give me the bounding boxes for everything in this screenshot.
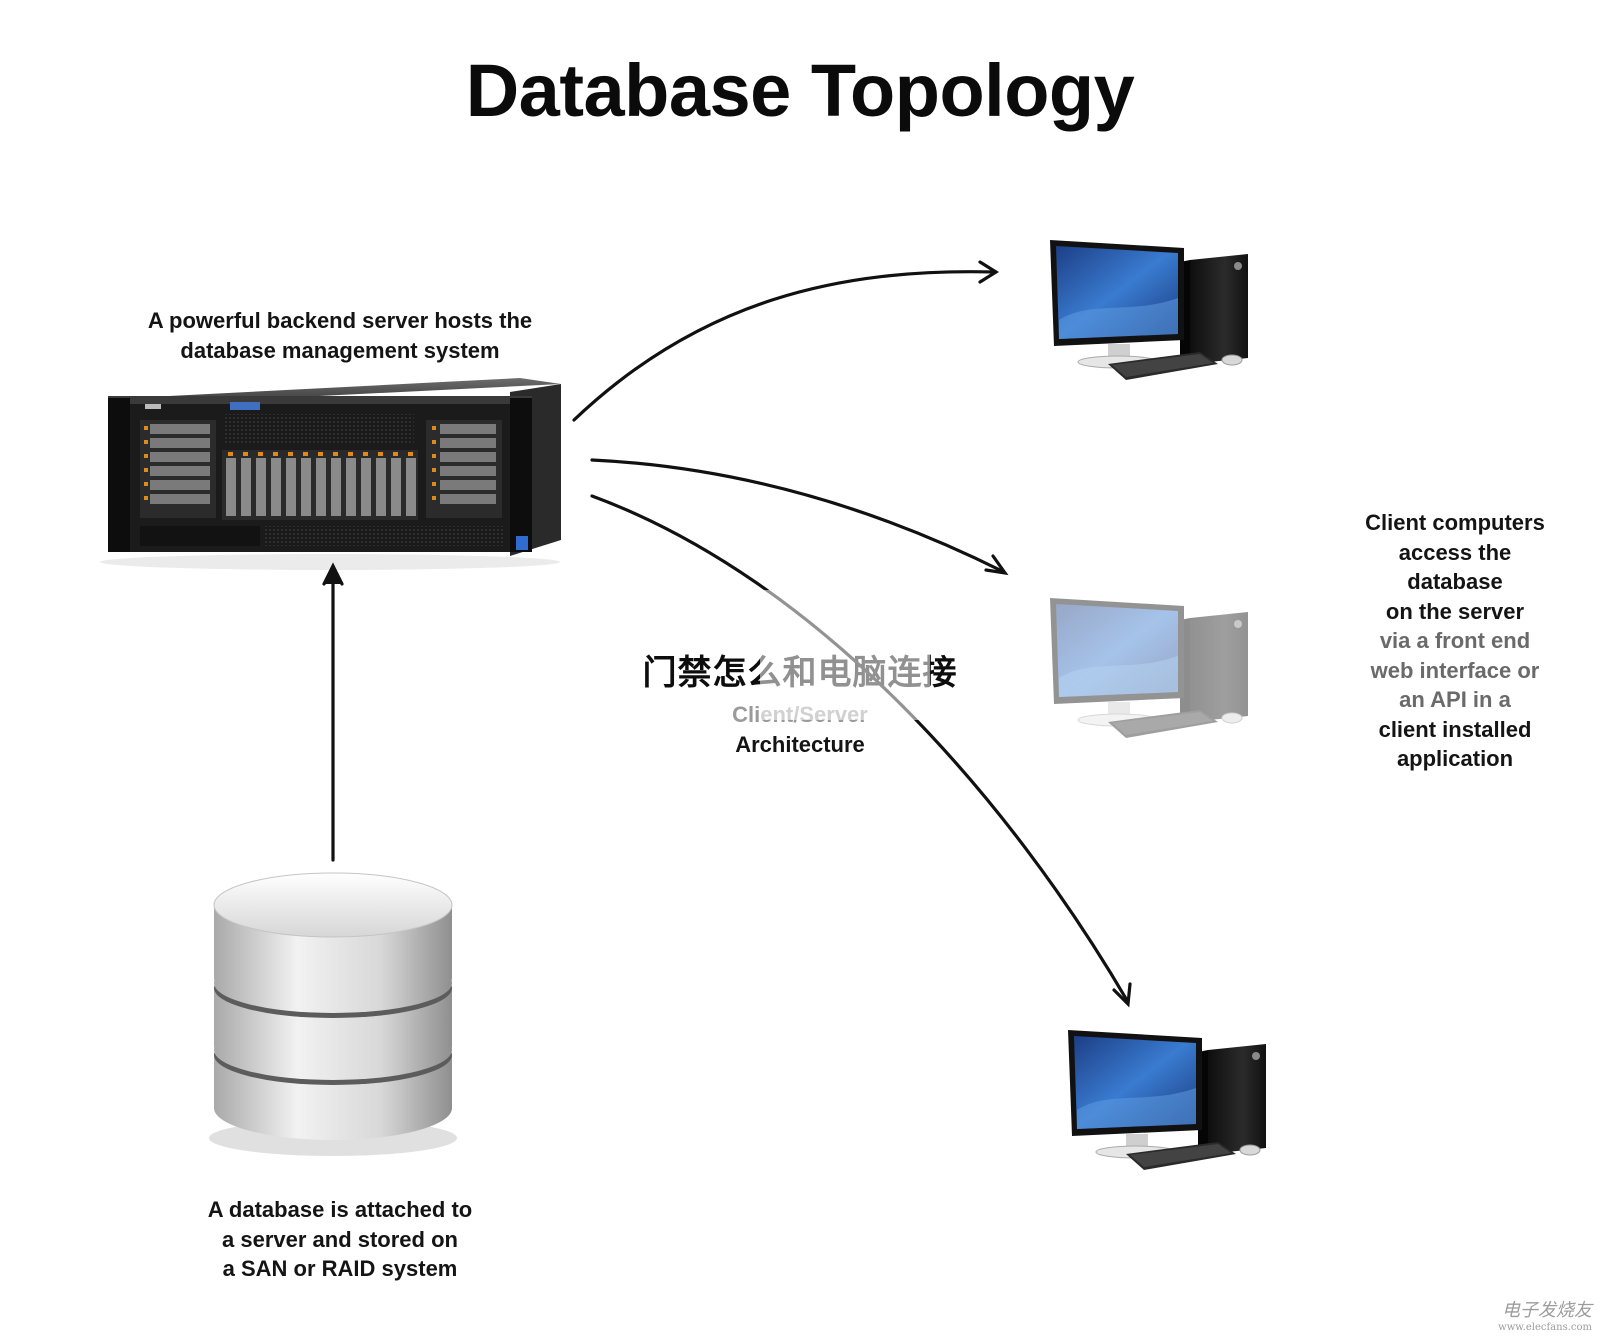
- clients-caption-line: via a front end: [1379, 628, 1531, 653]
- watermark-line: www.elecfans.com: [1498, 1322, 1592, 1333]
- server-caption-line: A powerful backend server hosts the: [147, 308, 533, 333]
- arrowhead-icon: [978, 260, 1000, 284]
- architecture-label-line: Architecture: [735, 731, 865, 757]
- arrowhead-icon: [984, 554, 1009, 576]
- watermark-line: 电子发烧友: [1502, 1300, 1592, 1321]
- clients-caption-line: database: [1407, 569, 1503, 594]
- watermark: 电子发烧友 www.elecfans.com: [1462, 1296, 1592, 1333]
- arrowhead-icon: [322, 562, 344, 586]
- client-computer-icon: [1067, 1029, 1267, 1171]
- server-to-client-2-arrow: [590, 458, 1006, 574]
- server-to-client-1-arrow: [572, 270, 997, 422]
- clients-caption-line: Client computers: [1365, 510, 1545, 535]
- clients-caption-line: on the server: [1385, 598, 1525, 624]
- server-caption: A powerful backend server hosts the data…: [110, 306, 570, 365]
- client-computer-icon: [1049, 597, 1249, 739]
- page-title: Database Topology: [465, 49, 1135, 132]
- server-to-client-3-arrow: [590, 494, 1130, 1004]
- arrowhead-icon: [1112, 982, 1132, 1008]
- clients-caption: Client computers access the database on …: [1335, 508, 1575, 774]
- database-cylinder-icon: [209, 872, 457, 1156]
- client-computer-icon: [1049, 239, 1249, 381]
- clients-caption-line: access the: [1398, 539, 1512, 565]
- database-caption-line: a server and stored on: [222, 1226, 458, 1252]
- clients-caption-line: client installed: [1378, 716, 1532, 742]
- database-caption: A database is attached to a server and s…: [170, 1195, 510, 1284]
- rack-server-icon: [100, 378, 561, 570]
- clients-caption-line: an API in a: [1399, 687, 1511, 712]
- database-caption-line: a SAN or RAID system: [222, 1256, 458, 1281]
- clients-caption-line: application: [1396, 746, 1514, 771]
- server-caption-line: database management system: [180, 337, 500, 363]
- clients-caption-line: web interface or: [1370, 657, 1540, 683]
- database-caption-line: A database is attached to: [207, 1197, 473, 1222]
